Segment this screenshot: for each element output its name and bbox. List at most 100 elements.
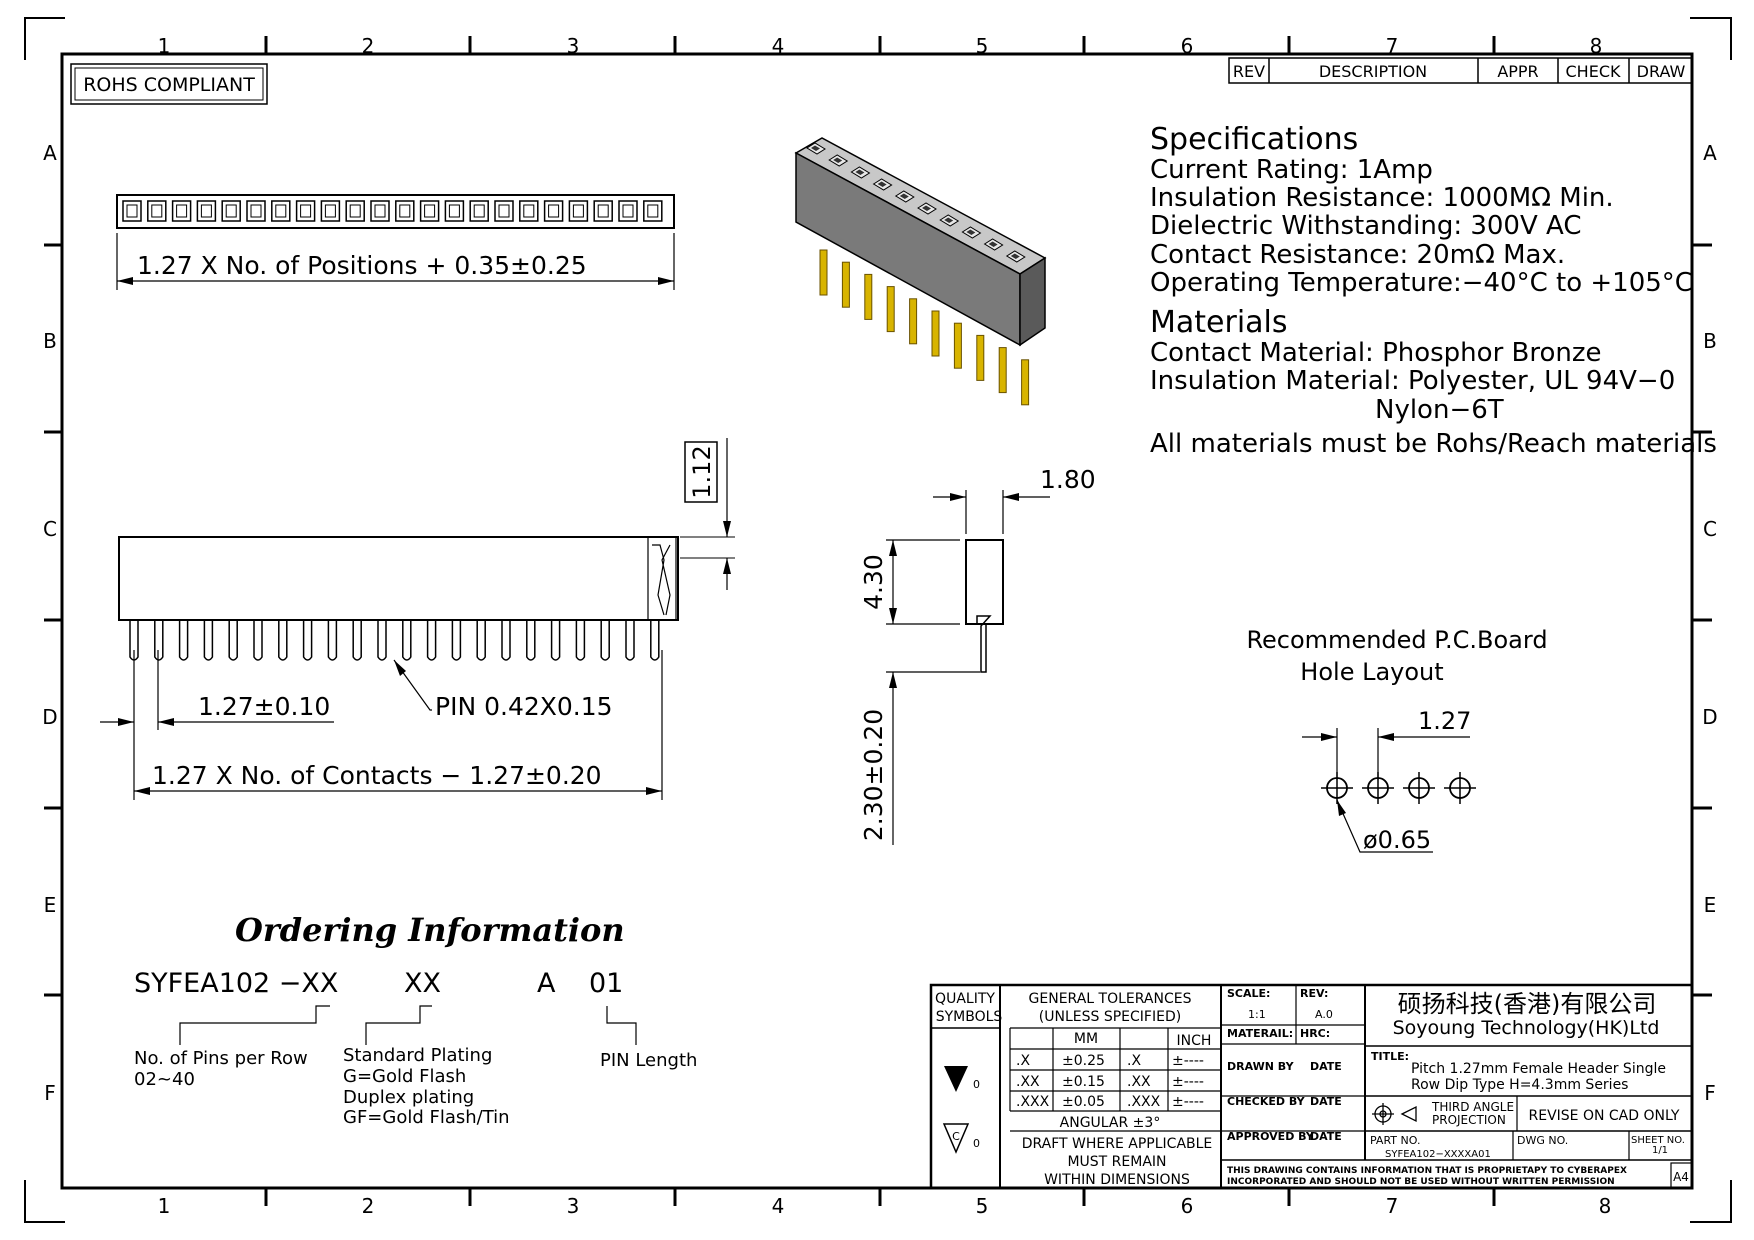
- socket-hole-inner: [324, 204, 336, 218]
- pcb-pitch-dim: 1.27: [1418, 707, 1471, 735]
- inch-header: INCH: [1177, 1033, 1212, 1049]
- socket-hole-inner: [548, 204, 560, 218]
- sheet-value: 1/1: [1652, 1145, 1668, 1156]
- date-label: DATE: [1310, 1095, 1342, 1108]
- code-plating: XX: [404, 968, 441, 999]
- socket-hole-inner: [572, 204, 584, 218]
- row-label: A: [43, 141, 57, 165]
- surface-symbol-glyph: C: [952, 1130, 960, 1143]
- materials-title: Materials: [1150, 305, 1288, 340]
- socket-hole: [643, 200, 663, 222]
- socket-hole: [171, 200, 192, 222]
- surface-symbol: [942, 1123, 970, 1154]
- iso-socket-hole-inner: [988, 241, 998, 247]
- pin-length-dim: 2.30±0.20: [859, 709, 888, 841]
- corner-marks: [24, 17, 1732, 1223]
- projection-label: THIRD ANGLE: [1431, 1100, 1514, 1114]
- socket-hole-inner: [498, 204, 510, 218]
- hrc-label: HRC:: [1300, 1027, 1330, 1040]
- socket-hole-inner: [250, 204, 262, 218]
- row-label: B: [43, 329, 57, 353]
- tol-cell: ±----: [1172, 1074, 1204, 1090]
- iso-pin: [953, 322, 962, 369]
- scale-value: 1:1: [1248, 1008, 1266, 1021]
- hole-dia-dim: ø0.65: [1363, 826, 1431, 854]
- rev-label: REV:: [1300, 987, 1328, 1000]
- contacts-dim: 1.27 X No. of Contacts − 1.27±0.20: [152, 761, 602, 790]
- mm-header: MM: [1074, 1031, 1098, 1047]
- iso-socket-hole-inner: [966, 229, 976, 235]
- front-pin: [352, 620, 362, 661]
- checked-by-label: CHECKED BY: [1227, 1095, 1306, 1108]
- pins-range: 02~40: [134, 1069, 195, 1090]
- socket-hole: [345, 200, 365, 222]
- row-label: E: [44, 893, 57, 917]
- revise-note: REVISE ON CAD ONLY: [1529, 1108, 1680, 1124]
- specifications: Specifications Current Rating: 1Amp Insu…: [1150, 122, 1717, 459]
- iso-socket-hole-inner: [811, 145, 820, 151]
- ordering-title: Ordering Information: [235, 911, 625, 949]
- row-label: E: [1704, 893, 1717, 917]
- top-view: 1.27 X No. of Positions + 0.35±0.25: [116, 194, 675, 290]
- iso-pin: [841, 261, 850, 308]
- tol-cell: .XXX: [1016, 1094, 1050, 1110]
- row-label: C: [1703, 517, 1717, 541]
- iso-pin: [976, 334, 985, 381]
- socket-hole-inner: [374, 204, 386, 218]
- col-label: 5: [976, 34, 989, 58]
- tol-cell: ±----: [1172, 1094, 1204, 1110]
- symbols-label: SYMBOLS: [936, 1009, 1003, 1025]
- row-label: A: [1703, 141, 1717, 165]
- angular-tol: ANGULAR ±3°: [1060, 1115, 1161, 1131]
- socket-hole-inner: [448, 204, 460, 218]
- drawn-by-label: DRAWN BY: [1227, 1060, 1295, 1073]
- rohs-badge-outer: [70, 63, 268, 105]
- socket-hole: [395, 200, 415, 222]
- col-label: 5: [976, 1194, 989, 1218]
- spec-line: Current Rating: 1Amp: [1150, 155, 1433, 185]
- socket-hole: [370, 200, 390, 222]
- company-cn: 硕扬科技(香港)有限公司: [1398, 990, 1657, 1018]
- rohs-badge-inner: [74, 67, 264, 101]
- iso-socket-hole-inner: [899, 193, 909, 199]
- iso-pin: [1021, 359, 1030, 406]
- ordering-info: Ordering Information SYFEA102 −XX XX A 0…: [134, 911, 697, 1128]
- front-pin: [575, 620, 586, 661]
- tol-cell: .X: [1016, 1053, 1030, 1069]
- front-pin: [625, 620, 635, 661]
- socket-hole-inner: [424, 204, 436, 218]
- width-180-dim: 1.80: [1040, 465, 1096, 494]
- front-pin: [501, 620, 511, 661]
- row-label: B: [1703, 329, 1717, 353]
- socket-hole: [320, 200, 341, 222]
- pins-label: No. of Pins per Row: [134, 1048, 308, 1069]
- col-label: 6: [1181, 1194, 1194, 1218]
- part-no-label: PART NO.: [1370, 1134, 1420, 1147]
- iso-socket-hole-inner: [1010, 253, 1020, 259]
- col-label: 3: [567, 34, 580, 58]
- socket-hole: [271, 200, 291, 222]
- notice-line: INCORPORATED AND SHOULD NOT BE USED WITH…: [1227, 1177, 1615, 1187]
- notice-line: THIS DRAWING CONTAINS INFORMATION THAT I…: [1227, 1166, 1627, 1176]
- front-pin: [600, 620, 610, 661]
- socket-hole-inner: [647, 204, 659, 218]
- title-label: TITLE:: [1371, 1050, 1409, 1063]
- socket-hole: [543, 200, 564, 222]
- socket-hole: [419, 200, 440, 222]
- row-labels: A B C D E F A B C D E F: [42, 141, 1717, 1105]
- date-label: DATE: [1310, 1130, 1342, 1143]
- height-112-dim: 1.12: [688, 445, 716, 498]
- tolerances-label: GENERAL TOLERANCES: [1029, 991, 1192, 1007]
- row-label: F: [44, 1081, 56, 1105]
- rev-value: A.0: [1315, 1008, 1333, 1021]
- front-pin: [203, 620, 214, 661]
- part-no-value: SYFEA102−XXXXA01: [1385, 1149, 1491, 1160]
- socket-hole: [295, 200, 316, 222]
- tol-cell: ±----: [1172, 1053, 1204, 1069]
- front-pin: [426, 620, 437, 661]
- front-pin: [526, 620, 536, 661]
- material-line: Contact Material: Phosphor Bronze: [1150, 338, 1602, 368]
- plating-label: Standard Plating: [343, 1045, 492, 1066]
- socket-hole: [147, 200, 167, 222]
- socket-hole: [469, 200, 489, 222]
